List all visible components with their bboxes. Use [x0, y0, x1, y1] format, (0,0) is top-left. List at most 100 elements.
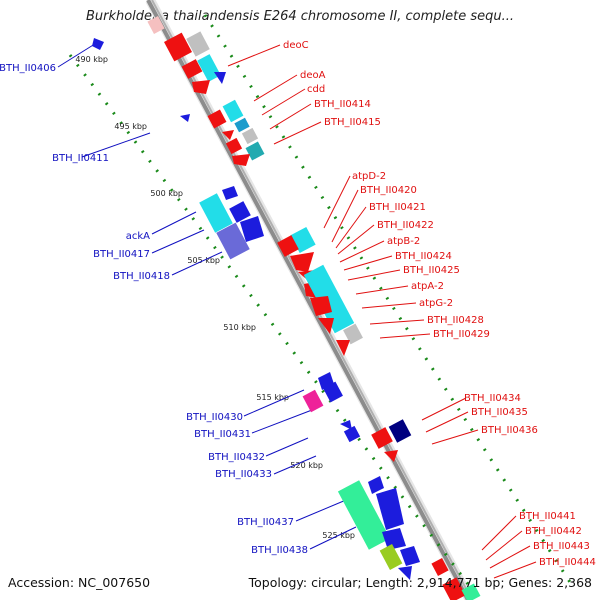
connector-line [243, 389, 305, 417]
gene-arrow [336, 340, 350, 356]
gene-label: ackA [126, 231, 150, 242]
gene-arrow [382, 528, 406, 550]
connector-line [485, 530, 523, 561]
gene-block [461, 583, 481, 600]
gene-arrow [318, 318, 334, 334]
connector-line [335, 206, 367, 249]
connector-line [273, 121, 322, 145]
kbp-tick-label: 520 kbp [290, 461, 323, 470]
connector-line [273, 455, 317, 475]
gene-label: BTH_II0418 [113, 271, 170, 282]
gene-block [343, 425, 361, 443]
kbp-tick-label: 510 kbp [223, 323, 256, 332]
gene-label: deoC [283, 40, 309, 51]
gene-label: BTH_II0438 [251, 545, 308, 556]
gene-label: atpD-2 [352, 171, 386, 182]
gene-block [431, 558, 449, 576]
connector-line [361, 302, 417, 309]
gene-block [371, 427, 393, 449]
connector-line [431, 429, 479, 445]
gene-block [164, 32, 192, 62]
connector-line [425, 411, 469, 433]
gene-arrow [340, 420, 352, 430]
gene-block [241, 127, 259, 145]
gene-block [343, 323, 363, 345]
gene-label: BTH_II0414 [314, 99, 371, 110]
kbp-tick-label: 500 kbp [150, 189, 183, 198]
connector-line [253, 74, 298, 102]
connector-line [227, 44, 281, 67]
connector-line [421, 397, 467, 421]
connector-line [171, 251, 223, 276]
gene-arrow [400, 546, 420, 566]
gene-label: BTH_II0417 [93, 249, 150, 260]
gene-label: BTH_II0429 [433, 329, 490, 340]
connector-line [481, 515, 517, 551]
kbp-tick-label: 515 kbp [256, 393, 289, 402]
connector-line [331, 189, 359, 243]
gene-block [379, 544, 403, 570]
gene-block [186, 31, 210, 57]
gene-block [225, 137, 243, 155]
map-title: Burkholderia thailandensis E264 chromoso… [85, 9, 515, 24]
gene-block [199, 193, 233, 233]
gene-block [181, 59, 203, 79]
gene-features [92, 16, 265, 166]
gene-arrow [192, 80, 210, 94]
gene-label: BTH_II0428 [427, 315, 484, 326]
gene-block [337, 480, 391, 550]
gene-label: BTH_II0430 [186, 412, 243, 423]
gene-arrow [214, 72, 226, 84]
connector-line [343, 255, 393, 271]
gene-label: atpA-2 [411, 281, 444, 292]
connector-line [339, 240, 385, 263]
connector-line [369, 319, 425, 325]
gene-label: BTH_II0437 [237, 517, 294, 528]
gene-label: atpB-2 [387, 236, 420, 247]
gene-block [197, 54, 221, 82]
gene-label: BTH_II0434 [464, 393, 521, 404]
gene-arrow [180, 114, 190, 122]
gene-arrow [398, 566, 412, 580]
gene-label: BTH_II0420 [360, 185, 417, 196]
connector-line [251, 409, 313, 434]
connector-line [151, 229, 205, 254]
gene-block [229, 201, 251, 223]
gene-block [245, 141, 265, 161]
gene-block [302, 389, 324, 413]
connector-line [337, 224, 375, 255]
connector-line [489, 545, 531, 569]
gene-arrow [232, 154, 250, 166]
gene-features [337, 476, 481, 600]
gene-block [388, 419, 412, 443]
gene-arrow [376, 488, 404, 530]
gene-label: BTH_II0441 [519, 511, 576, 522]
gene-block [234, 117, 250, 133]
gene-label: BTH_II0411 [52, 153, 109, 164]
kbp-tick-label: 490 kbp [75, 55, 108, 64]
connector-line [379, 333, 431, 339]
gene-features [199, 186, 363, 356]
gene-block [207, 109, 227, 129]
gene-label: BTH_II0406 [0, 63, 56, 74]
connector-line [151, 211, 197, 235]
gene-block [147, 16, 165, 34]
gene-label: BTH_II0421 [369, 202, 426, 213]
connector-line [265, 437, 309, 457]
gene-arrow [368, 476, 384, 494]
gene-label: BTH_II0431 [194, 429, 251, 440]
connector-line [347, 269, 401, 281]
gene-label: BTH_II0436 [481, 425, 538, 436]
gene-arrow [240, 216, 264, 242]
connector-line [355, 285, 409, 295]
gene-label: BTH_II0443 [533, 541, 590, 552]
gene-block [277, 235, 299, 257]
gene-arrow [222, 130, 234, 140]
gene-label: BTH_II0432 [208, 452, 265, 463]
gene-block [216, 222, 250, 260]
connector-line [295, 499, 347, 522]
gene-label: BTH_II0425 [403, 265, 460, 276]
accession-text: Accession: NC_007650 [8, 575, 151, 590]
connector-line [261, 88, 306, 116]
